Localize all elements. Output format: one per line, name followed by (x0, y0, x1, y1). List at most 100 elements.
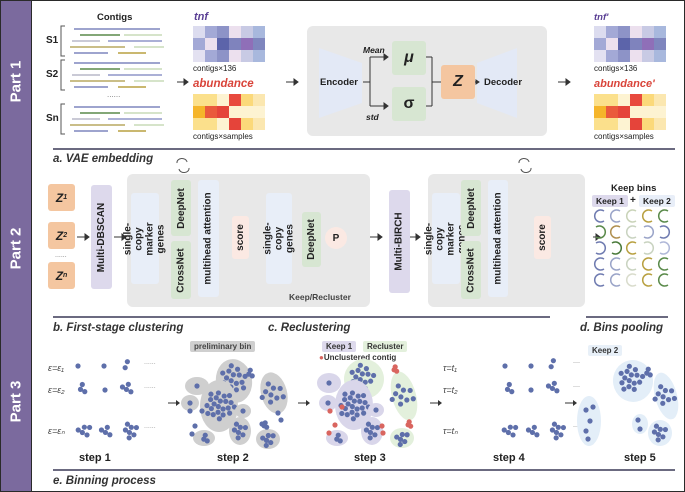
heatmap-cell (618, 38, 630, 50)
scmg-box-1: single-copy marker genes (123, 193, 167, 284)
abundance-out-title: abundance' (594, 78, 655, 90)
contig-dot (626, 378, 632, 384)
ellipsis: ...... (144, 359, 156, 366)
contig-dot (226, 368, 232, 374)
heatmap-cell (193, 118, 205, 130)
contig-dot (122, 365, 128, 371)
contig-dot (550, 358, 556, 364)
contig-dot (79, 429, 85, 436)
keep1-tag: Keep 1 (592, 195, 628, 207)
heatmap-cell (205, 94, 217, 106)
contig-dot (87, 424, 93, 431)
arrowhead (183, 78, 189, 86)
contig-dot (126, 435, 132, 441)
heatmap-cell (205, 26, 217, 38)
contig-dot (626, 363, 632, 369)
bin-ellipse (653, 372, 679, 420)
heatmap-cell (253, 118, 265, 130)
contig-dot (647, 372, 653, 378)
heatmap-cell (654, 94, 666, 106)
contig-dot (230, 372, 236, 378)
preliminary-bin-tag: preliminary bin (190, 341, 256, 352)
contig-dot (637, 379, 643, 385)
tau-label-n: τ=tₙ (443, 426, 458, 436)
bin-ring (642, 257, 653, 271)
contig-dot (125, 381, 131, 387)
contig-dot (394, 434, 400, 440)
sample-bracket (60, 103, 65, 135)
heatmap-cell (193, 38, 205, 50)
contig-dot (665, 397, 672, 403)
contig-dot (631, 386, 637, 392)
arrowhead (176, 400, 180, 406)
sigma-box: σ (392, 87, 426, 121)
bin-ring (594, 257, 605, 271)
contig-dot (406, 419, 412, 425)
contig-lines (60, 25, 164, 135)
zn-base: Z (55, 268, 64, 283)
heatmap-cell (606, 50, 618, 62)
contig-dot (558, 432, 564, 438)
heatmap-cell (241, 106, 253, 118)
contig-dot (231, 427, 238, 433)
sample-bracket (60, 59, 65, 91)
ellipsis: — (573, 423, 580, 430)
contig-dot (365, 421, 372, 427)
contig-dot (560, 424, 567, 431)
heatmap-cell (205, 50, 217, 62)
contig-dot (235, 429, 242, 436)
contig-dot (208, 396, 214, 403)
contig-dot (355, 367, 361, 374)
contig-dot (332, 422, 338, 428)
contig-dot (208, 391, 214, 397)
z1-sub: 1 (63, 194, 68, 201)
contig-dot (397, 436, 404, 442)
ellipsis: — (573, 383, 580, 390)
bin-ring (595, 225, 606, 239)
bin-ring (594, 273, 605, 287)
contig-dot (510, 432, 516, 438)
contig-dot (652, 396, 658, 402)
bins-grid (594, 209, 670, 287)
contig-dot (585, 436, 591, 442)
contig-dot (362, 379, 368, 385)
contig-dot (505, 429, 511, 436)
contig-dot (233, 387, 239, 393)
contig-dot (227, 410, 233, 416)
heatmap-cell (217, 118, 229, 130)
contig-dot (187, 400, 193, 406)
contig-dot (504, 386, 511, 392)
heatmap-cell (654, 106, 666, 118)
contig-dot (507, 424, 513, 430)
heatmap-cell (217, 94, 229, 106)
tnf-out-title: tnf' (594, 12, 609, 23)
heatmap-cell (253, 50, 265, 62)
heatmap-cell (594, 118, 606, 130)
contig-dot (262, 420, 268, 426)
keep2-tag: Keep 2 (639, 195, 675, 207)
contig-dot (363, 427, 370, 433)
contig-dot (367, 429, 374, 436)
heatmap-cell (205, 118, 217, 130)
contig-dot (79, 381, 85, 388)
heatmap-cell (253, 26, 265, 38)
contig-dot (529, 429, 536, 436)
heatmap-cell (241, 26, 253, 38)
contig-dot (618, 370, 624, 376)
bin-ring (610, 273, 621, 287)
heatmap-cell (217, 38, 229, 50)
part-3-text: Part 3 (7, 380, 25, 422)
heatmap-cell (630, 94, 642, 106)
heatmap-cell (594, 94, 606, 106)
heatmap-cell (630, 106, 642, 118)
multihead-box-2: multihead attention (488, 180, 508, 297)
contig-dot (549, 385, 556, 392)
heatmap-cell (642, 38, 654, 50)
contig-dot (205, 410, 211, 417)
z2-base: Z (55, 228, 64, 243)
score-box-2: score (534, 216, 551, 259)
heatmap-cell (618, 106, 630, 118)
contig-dot (220, 412, 226, 418)
